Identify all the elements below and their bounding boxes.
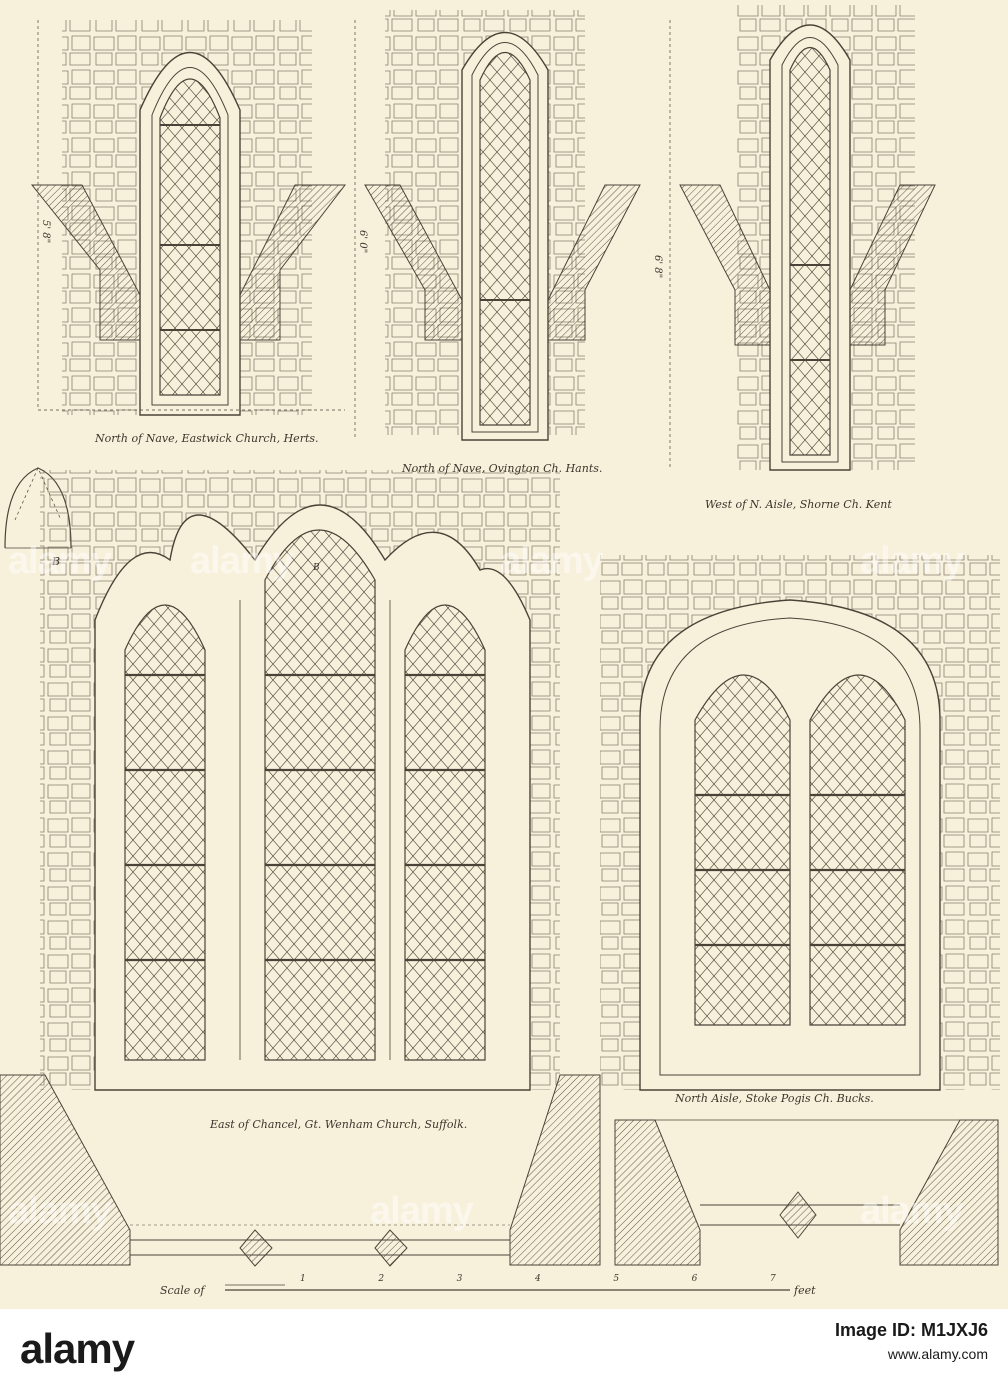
watermark: alamy	[370, 1190, 474, 1232]
arch-label: B	[313, 563, 320, 573]
watermark: alamy	[190, 540, 294, 582]
scale-tick-label: 2	[378, 1274, 385, 1284]
plan-wenham	[0, 1074, 601, 1267]
window-drawings	[0, 5, 1000, 1291]
window-ovington	[354, 10, 641, 441]
caption-wenham: East of Chancel, Gt. Wenham Church, Suff…	[210, 1118, 468, 1131]
watermark: alamy	[860, 1190, 964, 1232]
alamy-logo[interactable]: alamy	[20, 1325, 135, 1372]
window-stoke-pogis	[600, 555, 1000, 1091]
watermark: alamy	[500, 540, 604, 582]
dimension-ovington: 6' 0"	[357, 230, 368, 254]
scale-tick-label: 1	[300, 1274, 306, 1284]
watermark: alamy	[8, 540, 112, 582]
caption-stoke-pogis: North Aisle, Stoke Pogis Ch. Bucks.	[675, 1092, 874, 1105]
scale-tick-label: 6	[691, 1274, 698, 1284]
engraving-plate: 1 2 3 4 5 6 7 North of Nave, Eastwick Church, …	[0, 0, 1008, 1309]
caption-shorne: West of N. Aisle, Shorne Ch. Kent	[705, 498, 892, 511]
scale-tick-label: 5	[613, 1274, 620, 1284]
caption-ovington: North of Nave, Ovington Ch. Hants.	[402, 462, 603, 475]
scale-tick-label: 7	[770, 1274, 776, 1284]
scale-unit: feet	[794, 1284, 816, 1297]
image-id: Image ID: M1JXJ6	[834, 1320, 988, 1340]
window-shorne	[669, 5, 936, 471]
footer-bar: alamy Image ID: M1JXJ6 www.alamy.com	[0, 1309, 1008, 1390]
window-eastwick	[30, 20, 347, 416]
caption-eastwick: North of Nave, Eastwick Church, Herts.	[95, 432, 319, 445]
scale-tick-label: 3	[456, 1274, 463, 1284]
dimension-eastwick: 5' 8"	[40, 220, 51, 244]
watermark: alamy	[860, 540, 964, 582]
watermark: alamy	[8, 1190, 112, 1232]
dimension-shorne: 6' 8"	[652, 255, 663, 279]
image-info: Image ID: M1JXJ6 www.alamy.com	[835, 1319, 988, 1365]
scale-label: Scale of	[160, 1284, 205, 1297]
scale-bar	[225, 1284, 790, 1291]
plan-stoke-pogis	[614, 1119, 999, 1266]
window-wenham	[40, 470, 560, 1091]
detail-label: B	[52, 555, 61, 568]
site-link[interactable]: www.alamy.com	[887, 1346, 988, 1362]
scale-tick-label: 4	[535, 1274, 541, 1284]
